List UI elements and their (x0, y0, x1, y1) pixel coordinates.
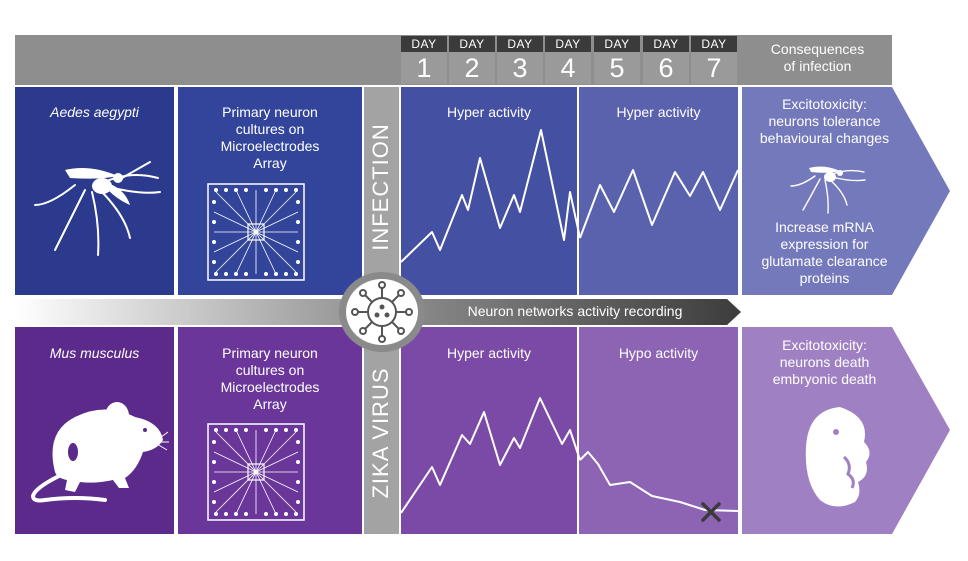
consequence-line: expression for (780, 236, 869, 252)
culture-line: Primary neuron (222, 345, 318, 361)
bottom-activity-trace (400, 397, 581, 514)
microelectrode-array-icon (207, 183, 305, 281)
day-5: DAY 5 (594, 36, 640, 84)
day-number: 2 (449, 52, 495, 84)
consequence-line: neurons death (779, 354, 870, 370)
bottom-phase1-label: Hyper activity (446, 345, 532, 361)
mosquito-icon (34, 161, 161, 256)
top-phase2-label: Hyper activity (616, 104, 701, 120)
day-3: DAY 3 (497, 36, 543, 84)
top-species-name: Aedes aegypti (50, 104, 139, 120)
consequence-line: Excitotoxicity: (782, 337, 867, 353)
day-number: 3 (497, 52, 543, 84)
microelectrode-array-icon (207, 423, 305, 521)
day-6: DAY 6 (643, 36, 689, 84)
bottom-culture-text: Primary neuron cultures on Microelectrod… (178, 345, 362, 413)
day-word: DAY (643, 36, 689, 52)
day-1: DAY 1 (401, 36, 447, 84)
day-number: 5 (594, 52, 640, 84)
consequence-line: behavioural changes (759, 130, 890, 146)
day-word: DAY (691, 36, 737, 52)
day-word: DAY (497, 36, 543, 52)
culture-line: Microelectrodes (220, 379, 320, 395)
day-7: DAY 7 (691, 36, 737, 84)
culture-line: Array (253, 396, 287, 412)
bottom-consequence: Excitotoxicity: neurons death embryonic … (742, 337, 907, 388)
culture-line: Array (253, 155, 287, 171)
top-phase1-label: Hyper activity (446, 104, 532, 120)
bottom-phase2-panel (579, 327, 738, 534)
consequences-header-line: of infection (783, 58, 852, 74)
top-consequence-b: Increase mRNA expression for glutamate c… (742, 219, 907, 287)
top-activity-trace (400, 129, 581, 263)
top-culture-text: Primary neuron cultures on Microelectrod… (178, 104, 362, 172)
top-activity-trace-2 (579, 169, 739, 239)
culture-line: Primary neuron (222, 104, 318, 120)
consequence-line: Increase mRNA (775, 219, 874, 235)
mosquito-icon (790, 166, 866, 214)
mouse-icon (30, 402, 169, 503)
bottom-species-name: Mus musculus (49, 345, 140, 361)
day-number: 7 (691, 52, 737, 84)
day-4: DAY 4 (545, 36, 591, 84)
virus-icon (339, 272, 425, 352)
day-word: DAY (545, 36, 591, 52)
consequence-line: glutamate clearance (761, 253, 888, 269)
consequence-line: embryonic death (772, 371, 877, 387)
day-number: 4 (545, 52, 591, 84)
consequence-line: Excitotoxicity: (782, 96, 867, 112)
recording-label: Neuron networks activity recording (467, 303, 683, 319)
day-number: 6 (643, 52, 689, 84)
culture-line: cultures on (235, 121, 305, 137)
bottom-phase2-label: Hypo activity (618, 345, 699, 361)
day-2: DAY 2 (449, 36, 495, 84)
day-number: 1 (401, 52, 447, 84)
consequence-line: neurons tolerance (768, 113, 881, 129)
day-word: DAY (594, 36, 640, 52)
consequences-header: Consequences of infection (745, 41, 890, 75)
consequence-line: proteins (799, 270, 850, 286)
bottom-activity-trace-2 (579, 451, 739, 512)
cross-icon (701, 502, 721, 522)
top-consequence-a: Excitotoxicity: neurons tolerance behavi… (742, 96, 907, 147)
day-word: DAY (401, 36, 447, 52)
culture-line: Microelectrodes (220, 138, 320, 154)
day-word: DAY (449, 36, 495, 52)
culture-line: cultures on (235, 362, 305, 378)
embryo-icon (805, 407, 870, 507)
top-consequence-arrow (742, 87, 950, 295)
consequences-header-line: Consequences (770, 41, 865, 57)
